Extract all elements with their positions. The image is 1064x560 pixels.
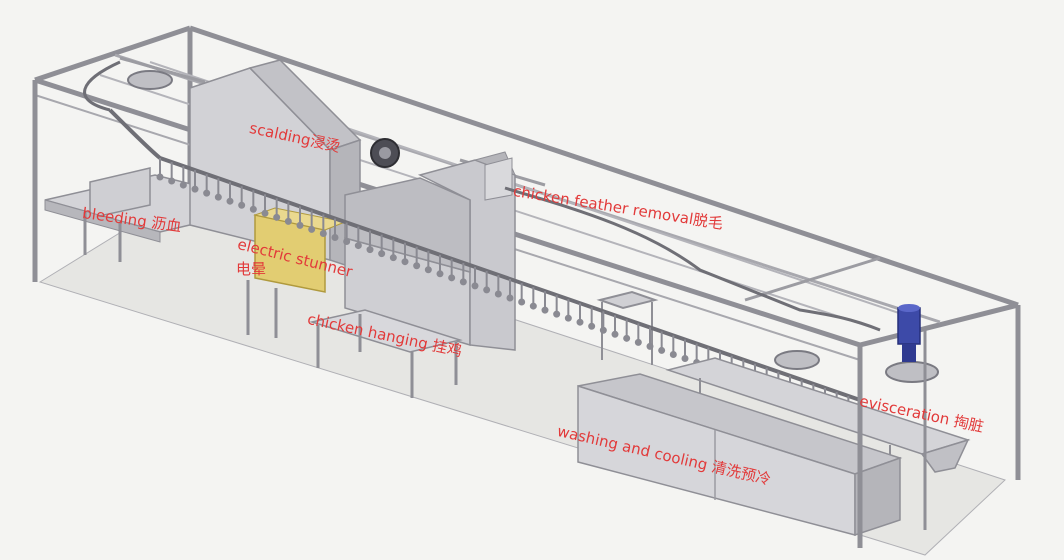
shackle-hook (669, 350, 677, 358)
shackle-hook (623, 334, 631, 342)
drive-motor-icon (897, 304, 921, 362)
shackle-hook (459, 278, 467, 286)
shackle-hook (168, 177, 176, 185)
shackle-hook (471, 282, 479, 290)
shackle-hook (401, 258, 409, 266)
shackle-hook (308, 225, 316, 233)
hanging-table (309, 309, 463, 398)
shackle-hook (261, 209, 269, 217)
shackle-hook (284, 217, 292, 225)
shackle-hook (378, 250, 386, 258)
shackle-hook (331, 234, 339, 241)
shackle-hook (646, 342, 654, 350)
shackle-hook (354, 242, 362, 250)
washing-cooling-tank (577, 373, 903, 537)
shackle-hook (179, 181, 187, 189)
shackle-hook (506, 294, 514, 302)
frame-posts-front (32, 80, 927, 548)
shackle-hook (366, 246, 374, 254)
shackle-hook (319, 229, 327, 237)
shackle-hook (249, 205, 257, 213)
shackle-hook (483, 286, 491, 294)
label-stunner-cn: 电晕 (236, 260, 267, 278)
shackle-hook (681, 355, 689, 362)
shackle-hook (599, 326, 607, 334)
feather-removal-machine (344, 151, 516, 351)
shackle-hook (529, 302, 537, 310)
shackle-hook (226, 197, 234, 205)
shackle-hook (156, 173, 164, 181)
shackle-hook (214, 193, 222, 201)
shackle-hook (238, 201, 246, 209)
shackle-hook (634, 338, 642, 346)
shackle-hook (576, 318, 584, 326)
shackle-hook (611, 330, 619, 338)
shackle-hook (436, 270, 444, 278)
shackle-hook (424, 266, 432, 274)
shackle-hook (658, 346, 666, 354)
shackle-hook (273, 213, 281, 221)
shackle-hook (296, 221, 304, 229)
shackle-hook (343, 238, 351, 246)
shackle-hook (203, 189, 211, 197)
shackle-hook (553, 310, 561, 318)
shackle-hook (518, 298, 526, 306)
shackle-hook (541, 306, 549, 314)
shackle-hook (564, 314, 572, 322)
shackle-hook (389, 254, 397, 262)
shackle-hook (494, 290, 502, 298)
shackle-hook (191, 185, 199, 193)
shackle-hook (588, 322, 596, 330)
shackle-hook (448, 274, 456, 282)
shackle-hook (413, 262, 421, 270)
